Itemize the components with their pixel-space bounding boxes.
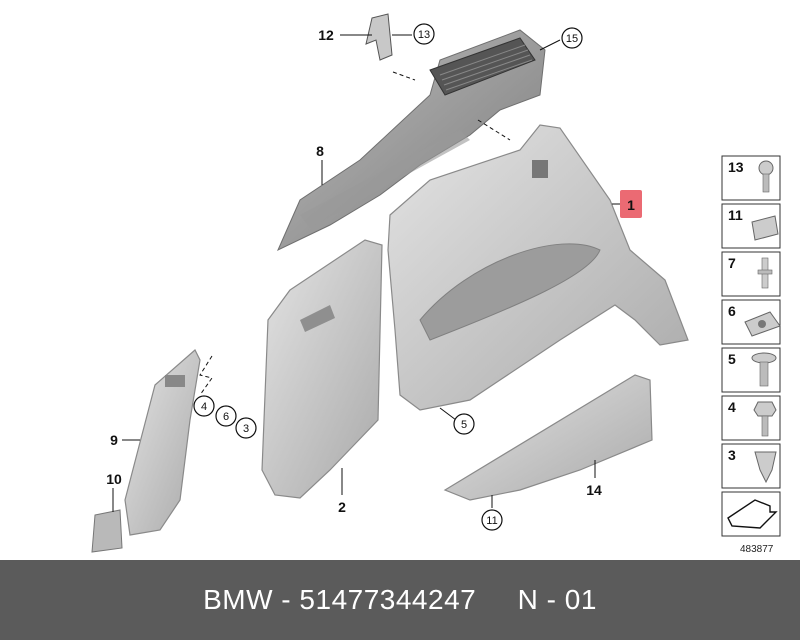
legend-box-13: 13 [721, 155, 781, 201]
lower-panel-part-2 [261, 239, 383, 499]
circled-callout-4: 4 [193, 395, 215, 417]
legend-box-11: 11 [721, 203, 781, 249]
highlight-box [620, 190, 642, 218]
pillar-trim-part-9 [124, 349, 201, 536]
fastener-legend: 13 11 7 6 5 4 [721, 155, 781, 555]
svg-text:13: 13 [728, 159, 744, 175]
callout-8: 8 [316, 143, 324, 159]
footer-brand: BMW [203, 584, 274, 615]
svg-text:11: 11 [728, 207, 743, 223]
callout-14: 14 [586, 482, 602, 498]
footer-n-label: N [517, 584, 539, 615]
leader-lines [112, 34, 620, 512]
footer-separator-2: - [538, 584, 565, 615]
cover-part-10 [91, 509, 123, 553]
diagram-code: 483877 [740, 544, 774, 555]
svg-text:3: 3 [728, 447, 736, 463]
svg-text:15: 15 [566, 33, 578, 45]
legend-box-6: 6 [721, 299, 781, 345]
circled-callout-3: 3 [235, 417, 257, 439]
footer-bar: BMW - 51477344247 N - 01 [0, 560, 800, 640]
legend-box-4: 4 [721, 395, 781, 441]
callout-1: 1 [627, 197, 635, 213]
footer-gap [476, 584, 517, 616]
side-panel-part-1 [387, 124, 689, 411]
svg-text:11: 11 [486, 515, 497, 527]
svg-text:5: 5 [461, 419, 467, 431]
callout-10: 10 [106, 471, 122, 487]
legend-box-3: 3 [721, 443, 781, 489]
legend-box-7: 7 [721, 251, 781, 297]
bracket-part-12 [365, 13, 393, 61]
footer-part-number: 51477344247 [299, 584, 477, 615]
circled-callout-6: 6 [215, 405, 237, 427]
parts-diagram: 1 2 8 9 10 12 14 13 15 4 6 3 5 11 13 [91, 13, 781, 555]
circled-callout-5: 5 [453, 413, 475, 435]
svg-text:6: 6 [728, 303, 736, 319]
footer-n-value: 01 [564, 584, 597, 615]
svg-text:4: 4 [201, 401, 207, 413]
circled-callout-13: 13 [413, 23, 435, 45]
callout-12: 12 [318, 27, 334, 43]
callout-9: 9 [110, 432, 118, 448]
svg-text:3: 3 [243, 423, 249, 435]
callout-2: 2 [338, 499, 346, 515]
svg-text:13: 13 [418, 29, 430, 41]
upper-trim-part-8 [276, 29, 546, 252]
legend-box-5: 5 [721, 347, 781, 393]
sill-strip-part-14 [443, 374, 653, 501]
legend-box-arrow [721, 491, 781, 537]
svg-text:5: 5 [728, 351, 736, 367]
svg-text:4: 4 [728, 399, 736, 415]
footer-separator: - [273, 584, 300, 615]
svg-text:6: 6 [223, 411, 229, 423]
circled-callout-15: 15 [561, 27, 583, 49]
circled-callout-11: 11 [481, 509, 503, 531]
svg-text:7: 7 [728, 255, 736, 271]
